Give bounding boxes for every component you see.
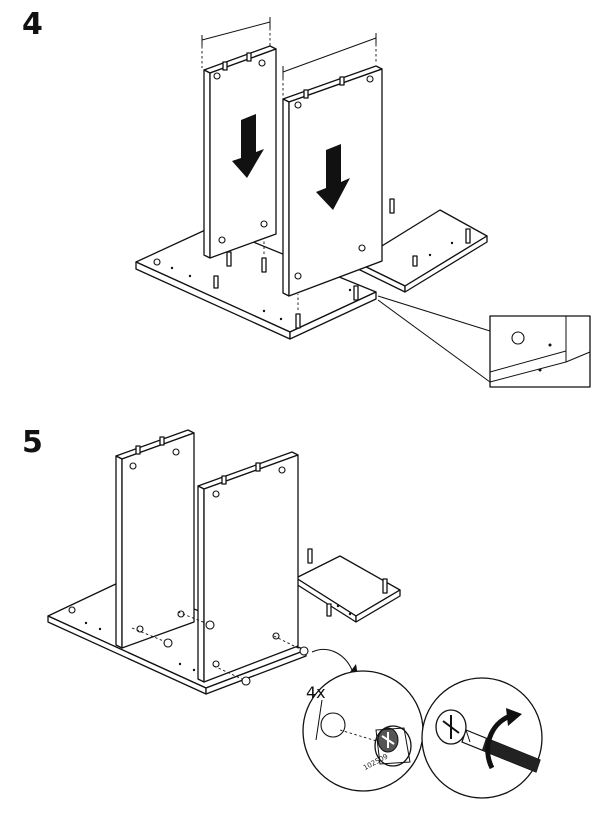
- screwdriver-icon: [461, 729, 541, 773]
- cam-lock-icon: [374, 725, 412, 767]
- right-base-panel: [355, 198, 488, 293]
- width-dimension-left: [201, 17, 271, 68]
- left-side-panel: [203, 45, 277, 259]
- base-panel: [135, 225, 377, 340]
- down-arrow-icon: [316, 144, 350, 210]
- step-number-5: 5: [22, 425, 43, 460]
- width-dimension-right: [282, 33, 377, 96]
- rotate-arrow-icon: [485, 708, 522, 770]
- step5-illustration: [47, 429, 543, 799]
- screwdriver-detail: [421, 677, 543, 799]
- down-arrow-icon: [232, 114, 264, 178]
- step-number-4: 4: [22, 7, 43, 42]
- edge-detail-callout: [377, 295, 591, 388]
- left-side-panel: [115, 429, 195, 649]
- quantity-label: 4x: [306, 683, 326, 702]
- step4-illustration: [135, 17, 591, 388]
- right-side-panel: [197, 451, 299, 683]
- cam-lock-detail: [302, 670, 424, 792]
- right-side-panel: [282, 65, 383, 297]
- right-base-panel: [295, 548, 401, 623]
- cam-lock-insertions: [131, 611, 309, 686]
